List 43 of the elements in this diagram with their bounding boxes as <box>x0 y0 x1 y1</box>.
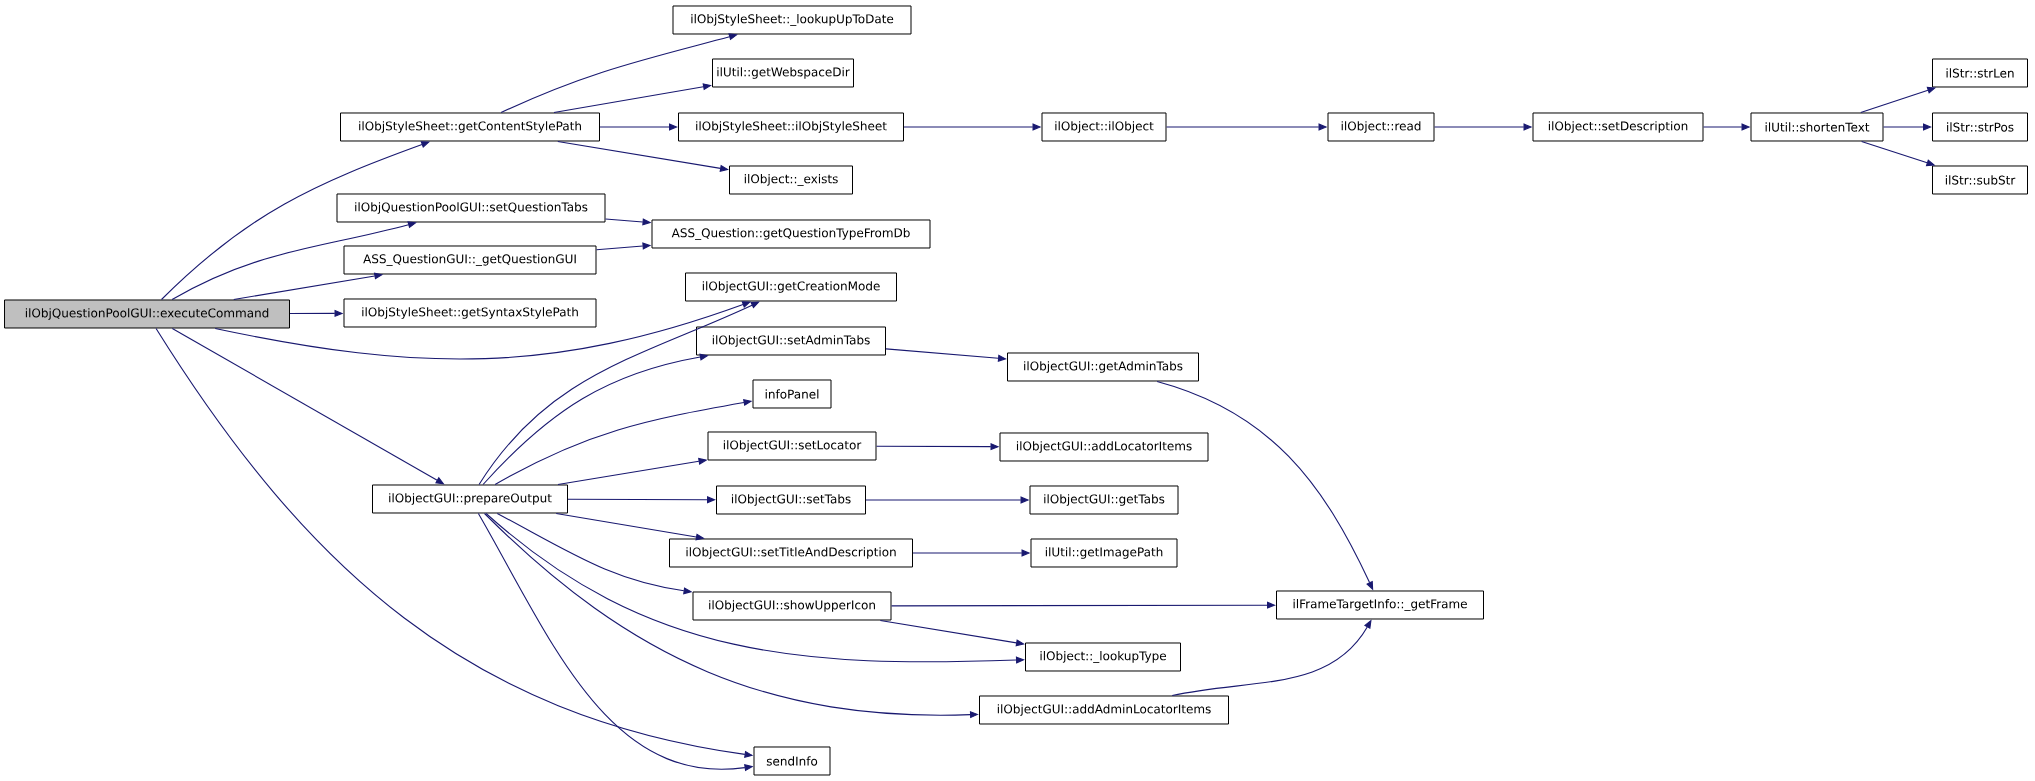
function-box: ilObject::read <box>1327 112 1435 142</box>
function-box: ilObjectGUI::addLocatorItems <box>999 432 1209 462</box>
arrow <box>567 496 716 504</box>
function-box: ilObjectGUI::prepareOutput <box>372 484 568 514</box>
function-box: ilUtil::getImagePath <box>1030 538 1178 568</box>
function-box: ilObjStyleSheet::getContentStylePath <box>340 112 600 142</box>
function-box: ilUtil::shortenText <box>1750 112 1884 142</box>
function-box: ilObjQuestionPoolGUI::executeCommand <box>4 299 290 329</box>
function-box: sendInfo <box>753 746 831 776</box>
arrow <box>890 601 1276 609</box>
function-box: ilFrameTargetInfo::_getFrame <box>1276 590 1484 620</box>
arrow <box>553 83 712 114</box>
function-box: ilUtil::getWebspaceDir <box>712 58 854 88</box>
function-box: ilStr::strLen <box>1932 58 2028 88</box>
arrow <box>1882 123 1932 131</box>
function-box: ilObjectGUI::showUpperIcon <box>692 591 892 621</box>
arrow <box>879 619 1025 647</box>
function-box: ilStr::strPos <box>1932 112 2028 142</box>
arrow <box>485 512 1025 664</box>
function-box: infoPanel <box>752 379 832 409</box>
function-box: ilObjStyleSheet::getSyntaxStylePath <box>343 298 597 328</box>
arrow <box>885 348 1007 362</box>
arrow <box>599 123 678 131</box>
function-box: ilObjectGUI::addAdminLocatorItems <box>979 695 1229 725</box>
function-box: ilObjectGUI::getCreationMode <box>685 272 897 302</box>
function-box: ilObjectGUI::setAdminTabs <box>696 326 886 356</box>
function-box: ilObjStyleSheet::_lookupUpToDate <box>672 5 912 35</box>
function-box: ilStr::subStr <box>1932 165 2028 195</box>
function-box: ilObject::ilObject <box>1041 112 1167 142</box>
function-box: ASS_Question::getQuestionTypeFromDb <box>651 219 931 249</box>
arrow <box>478 301 760 486</box>
function-box: ASS_QuestionGUI::_getQuestionGUI <box>343 245 597 275</box>
function-box: ilObjectGUI::setTitleAndDescription <box>669 538 913 568</box>
function-box: ilObjectGUI::setTabs <box>716 485 866 515</box>
function-box: ilObjQuestionPoolGUI::setQuestionTabs <box>336 193 606 223</box>
function-box: ilObjectGUI::setLocator <box>707 431 877 461</box>
arrow <box>557 140 729 172</box>
function-box: ilObject::_lookupType <box>1025 642 1181 672</box>
function-box: ilObject::setDescription <box>1532 112 1704 142</box>
function-box: ilObjStyleSheet::ilObjStyleSheet <box>678 112 904 142</box>
function-box: ilObjectGUI::getTabs <box>1029 485 1179 515</box>
function-box: ilObject::_exists <box>729 165 853 195</box>
function-box: ilObjectGUI::getAdminTabs <box>1007 352 1199 382</box>
